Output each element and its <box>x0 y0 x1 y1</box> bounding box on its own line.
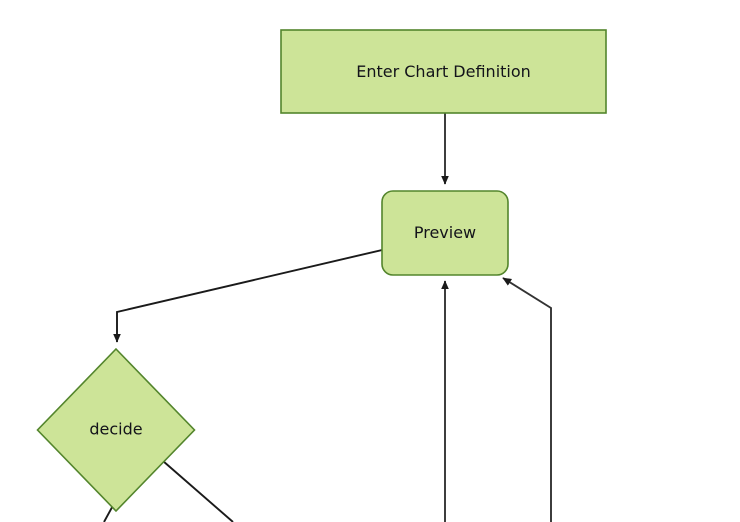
node-preview[interactable]: Preview <box>381 190 509 276</box>
edge-preview-to-decide <box>113 249 383 343</box>
node-enter-chart-definition[interactable]: Enter Chart Definition <box>280 29 607 114</box>
edge-return-right-to-preview <box>502 277 552 522</box>
edge-decide-branch-right <box>162 460 234 522</box>
edge-layer <box>103 113 552 522</box>
node-enter-chart-definition-shape <box>280 29 607 114</box>
node-preview-label: Preview <box>414 223 476 242</box>
node-decide[interactable]: decide <box>36 347 196 513</box>
node-preview-shape <box>381 190 509 276</box>
node-enter-chart-definition-label: Enter Chart Definition <box>356 62 531 81</box>
node-decide-shape <box>36 347 196 513</box>
node-decide-label: decide <box>89 420 142 439</box>
